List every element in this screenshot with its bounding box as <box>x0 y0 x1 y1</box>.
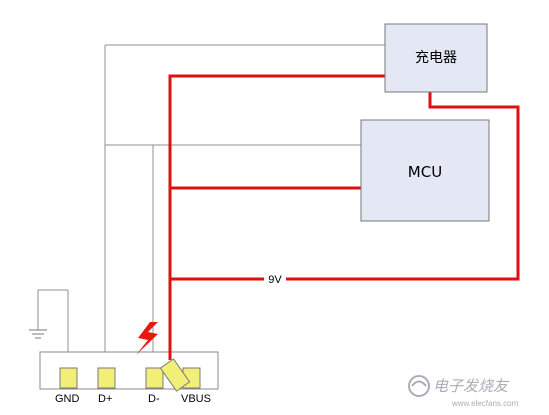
ground-symbol <box>29 329 47 339</box>
mcu-box <box>360 119 490 222</box>
charger-output-9v-line <box>170 92 520 281</box>
pin-d-plus <box>97 367 116 389</box>
watermark-logo-icon <box>408 375 430 397</box>
signal-lines <box>37 44 385 368</box>
watermark-url: www.elecfans.com <box>451 399 519 408</box>
pin-d-minus <box>145 367 164 389</box>
pin-gnd <box>59 367 78 389</box>
shorted-pin <box>159 358 191 392</box>
power-lines <box>168 74 520 360</box>
pin-label-d-plus: D+ <box>98 393 112 405</box>
pin-label-gnd: GND <box>55 393 80 405</box>
voltage-label: 9V <box>268 274 282 286</box>
watermark: 电子发烧友 www.elecfans.com <box>408 375 519 408</box>
mcu-label: MCU <box>408 163 442 181</box>
charger-input-line <box>168 74 386 360</box>
charger-label: 充电器 <box>415 50 457 66</box>
pin-label-vbus: VBUS <box>181 393 211 405</box>
watermark-text: 电子发烧友 <box>433 377 510 395</box>
pin-label-d-minus: D- <box>148 393 160 405</box>
charger-box <box>384 23 488 93</box>
lightning-icon <box>136 322 158 355</box>
